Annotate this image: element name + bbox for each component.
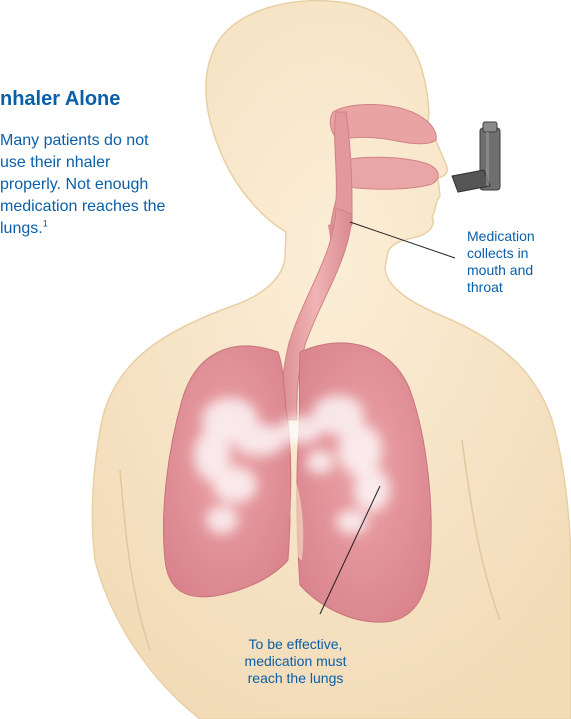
inhaler-icon (452, 122, 500, 192)
intro-text: Many patients do not use their nhaler pr… (0, 130, 170, 240)
mouth-throat-label: Medication collects in mouth and throat (467, 228, 567, 296)
lungs-label: To be effective, medication must reach t… (228, 636, 363, 687)
page-title: nhaler Alone (0, 88, 120, 111)
footnote-marker: 1 (43, 219, 48, 229)
